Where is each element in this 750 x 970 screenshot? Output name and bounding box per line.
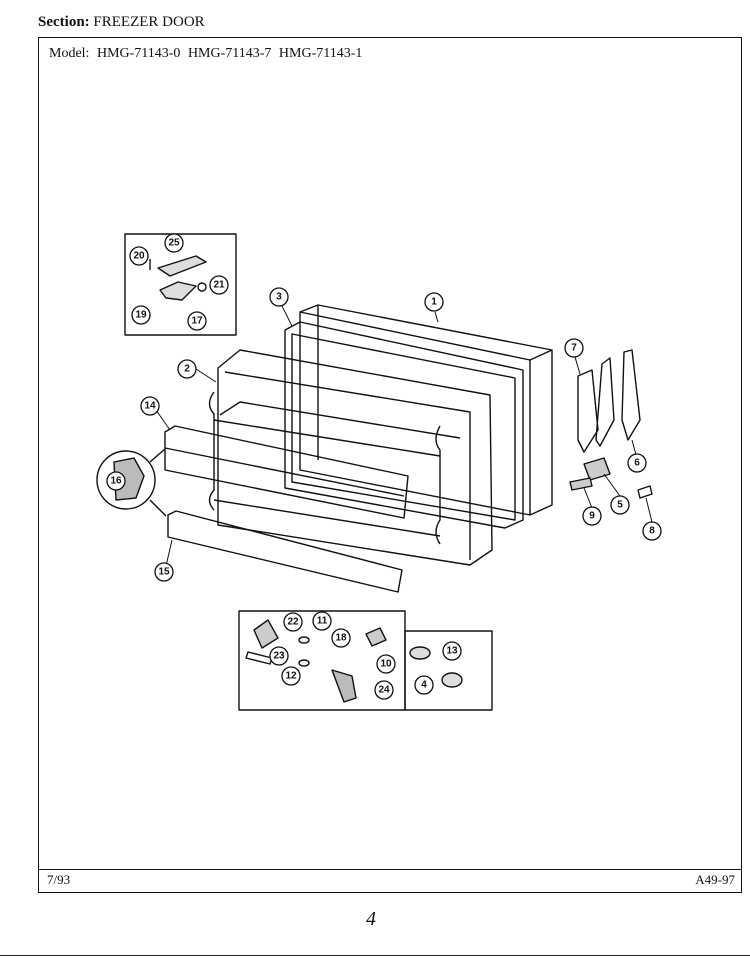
model-line: Model: HMG-71143-0 HMG-71143-7 HMG-71143…	[49, 46, 362, 62]
callout-18: 18	[331, 628, 351, 648]
svg-text:1: 1	[431, 297, 437, 308]
svg-text:25: 25	[168, 238, 180, 249]
door-inner-liner	[217, 349, 493, 566]
part-shape	[569, 477, 593, 491]
callout-19: 19	[131, 305, 151, 325]
model-number: HMG-71143-1	[278, 46, 363, 61]
svg-text:10: 10	[380, 659, 392, 670]
callout-3: 3	[269, 287, 289, 307]
svg-text:13: 13	[446, 646, 458, 657]
callout-13: 13	[442, 641, 462, 661]
part-shape	[245, 651, 273, 665]
part-shape	[159, 281, 197, 301]
callout-1: 1	[424, 292, 444, 312]
callout-21: 21	[209, 275, 229, 295]
svg-text:16: 16	[110, 476, 122, 487]
door-outer-panel	[299, 304, 553, 516]
callout-4: 4	[414, 675, 434, 695]
callout-24: 24	[374, 680, 394, 700]
inset-box-hinge-cover	[124, 233, 237, 336]
section-value: FREEZER DOOR	[93, 14, 205, 30]
footer-rule	[39, 869, 741, 870]
part-shape	[331, 669, 357, 703]
bottom-rule	[0, 955, 750, 956]
detail-circle	[96, 450, 156, 510]
callout-9: 9	[582, 506, 602, 526]
callout-8: 8	[642, 521, 662, 541]
footer-date: 7/93	[47, 872, 71, 887]
svg-text:3: 3	[276, 292, 282, 303]
callout-16: 16	[106, 471, 126, 491]
part-shape	[197, 282, 207, 292]
part-shape	[621, 349, 641, 441]
footer-code: A49-97	[695, 872, 735, 887]
svg-text:4: 4	[421, 680, 427, 691]
part-shape	[253, 619, 279, 649]
svg-text:2: 2	[184, 364, 190, 375]
diagram-frame: Model: HMG-71143-0 HMG-71143-7 HMG-71143…	[38, 37, 742, 893]
callout-20: 20	[129, 246, 149, 266]
model-number: HMG-71143-7	[187, 46, 272, 61]
callout-25: 25	[164, 233, 184, 253]
svg-text:23: 23	[273, 651, 285, 662]
part-shape	[583, 457, 611, 481]
callout-10: 10	[376, 654, 396, 674]
svg-text:8: 8	[649, 526, 655, 537]
svg-text:19: 19	[135, 310, 147, 321]
callout-15: 15	[154, 562, 174, 582]
svg-text:6: 6	[634, 458, 640, 469]
section-line: Section: FREEZER DOOR	[38, 14, 205, 31]
part-shape	[365, 627, 387, 647]
svg-text:22: 22	[287, 617, 299, 628]
model-number: HMG-71143-0	[96, 46, 181, 61]
callout-17: 17	[187, 311, 207, 331]
section-label: Section:	[38, 14, 90, 30]
svg-text:20: 20	[133, 251, 145, 262]
callout-11: 11	[312, 611, 332, 631]
svg-text:7: 7	[571, 343, 577, 354]
callout-7: 7	[564, 338, 584, 358]
door-shelf-upper	[164, 425, 409, 519]
callout-5: 5	[610, 495, 630, 515]
model-label: Model:	[49, 46, 90, 61]
page-mark: 4	[366, 908, 376, 930]
part-shape	[157, 255, 207, 277]
svg-text:14: 14	[144, 401, 156, 412]
door-gasket	[284, 321, 524, 529]
svg-text:12: 12	[285, 671, 297, 682]
svg-text:9: 9	[589, 511, 595, 522]
svg-text:17: 17	[191, 316, 203, 327]
callout-23: 23	[269, 646, 289, 666]
callout-2: 2	[177, 359, 197, 379]
callout-12: 12	[281, 666, 301, 686]
callout-22: 22	[283, 612, 303, 632]
svg-text:15: 15	[158, 567, 170, 578]
callout-14: 14	[140, 396, 160, 416]
callout-6: 6	[627, 453, 647, 473]
inset-box-plugs	[404, 630, 493, 711]
svg-text:24: 24	[378, 685, 390, 696]
part-shape	[577, 369, 599, 453]
svg-text:18: 18	[335, 633, 347, 644]
svg-text:21: 21	[213, 280, 225, 291]
part-shape	[637, 485, 653, 499]
door-shelf-lower	[167, 510, 403, 593]
svg-text:5: 5	[617, 500, 623, 511]
part-shape	[595, 357, 615, 447]
svg-text:11: 11	[317, 616, 328, 627]
